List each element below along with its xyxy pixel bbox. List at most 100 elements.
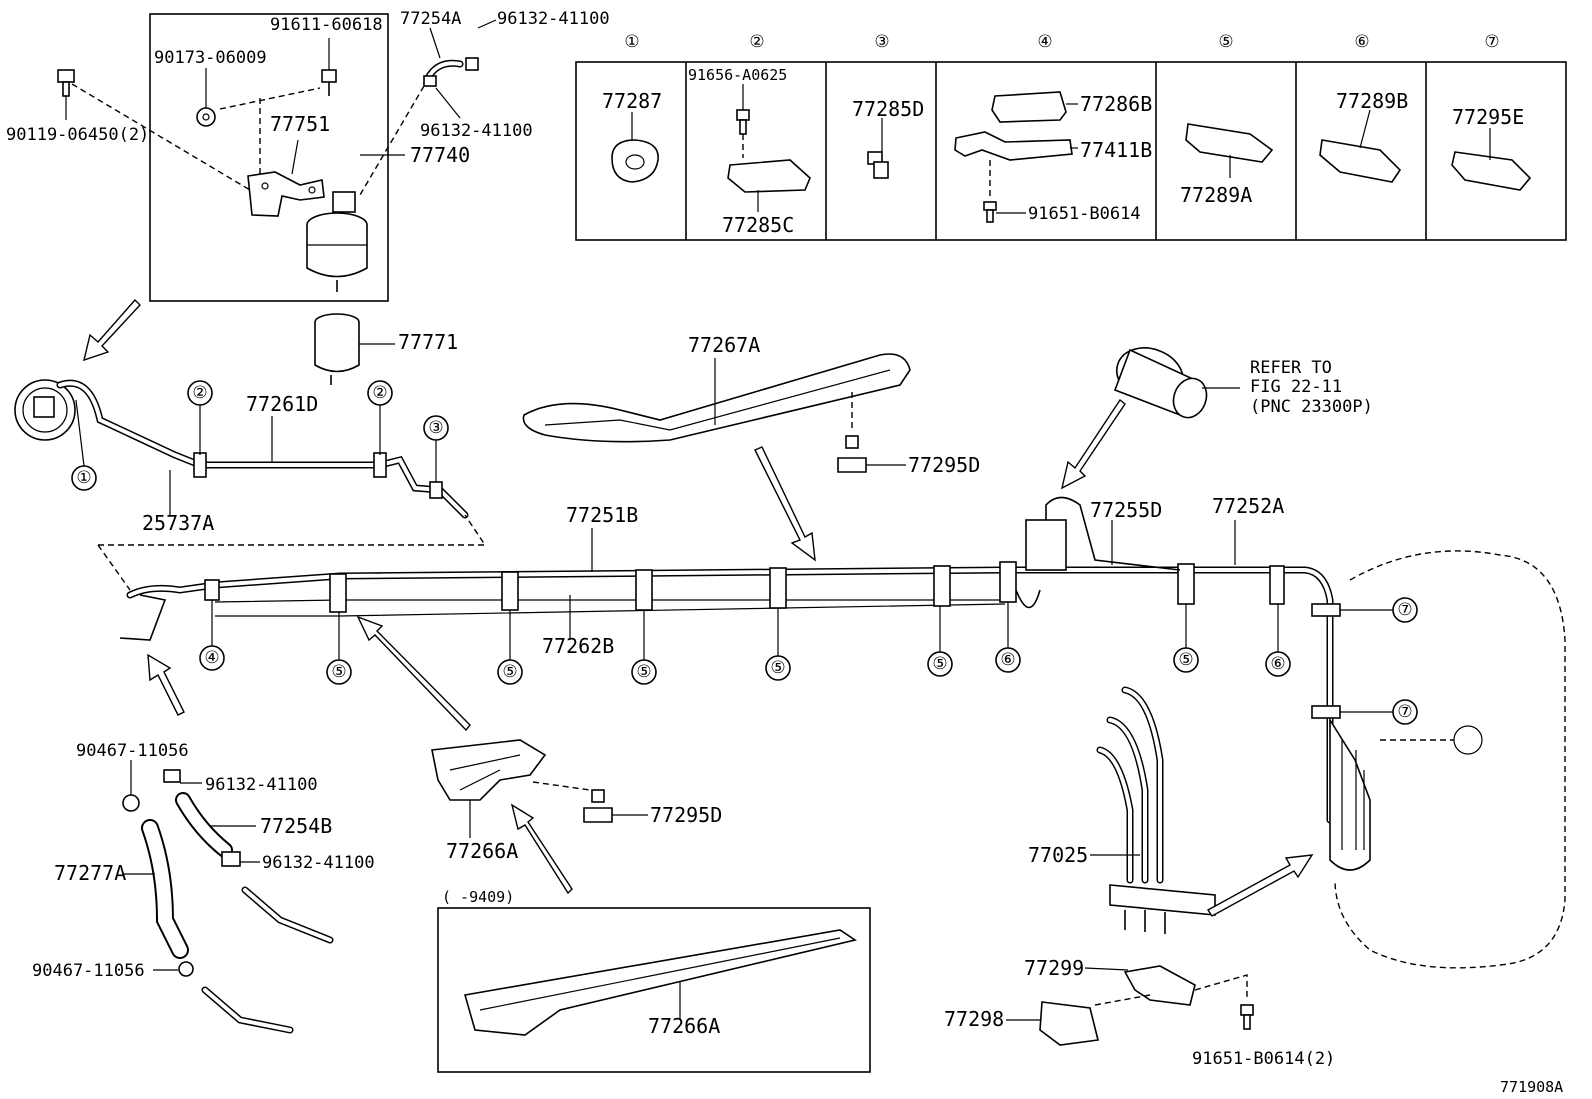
bracket-77751 [247, 171, 325, 217]
hose-77277A [141, 819, 189, 959]
clamp-parts-table [575, 61, 1567, 241]
label-77295D-top: 77295D [908, 453, 980, 477]
table-cell-77285C: 77285C [722, 213, 794, 237]
callout-5b: ⑤ [502, 662, 517, 682]
table-cell-77411B: 77411B [1080, 138, 1152, 162]
table-cell-77285D: 77285D [852, 97, 924, 121]
label-77751: 77751 [270, 112, 330, 136]
label-90173-06009: 90173-06009 [154, 48, 267, 68]
callout-2b: ② [372, 383, 387, 403]
table-cell-77286B: 77286B [1080, 92, 1152, 116]
clip-77285D [867, 151, 889, 179]
callout-5d: ⑤ [770, 658, 785, 678]
fuel-filter-77740 [306, 191, 368, 292]
label-91611-60618: 91611-60618 [270, 15, 383, 35]
table-cell-77289A: 77289A [1180, 183, 1252, 207]
main-fuel-line-77251B [119, 496, 1341, 824]
hose-77254B [175, 792, 233, 858]
callout-4: ④ [204, 648, 219, 668]
table-cell-77287: 77287 [602, 89, 662, 113]
clip-77287 [611, 139, 659, 183]
bolt-91611 [321, 69, 337, 96]
table-header-6: ⑥ [1354, 32, 1369, 52]
clip-77295D-top [837, 435, 867, 473]
label-77255D: 77255D [1090, 498, 1162, 522]
callouts: ① ② ② ③ ④ ⑤ ⑤ ⑤ ⑤ ⑤ ⑤ ⑥ ⑥ ⑦ ⑦ [71, 380, 1418, 725]
callout-6b: ⑥ [1270, 654, 1285, 674]
label-77254B: 77254B [260, 814, 332, 838]
label-77277A: 77277A [54, 861, 126, 885]
label-77771: 77771 [398, 330, 458, 354]
label-77254A: 77254A [400, 9, 461, 29]
table-header-1: ① [624, 32, 639, 52]
callout-2a: ② [192, 383, 207, 403]
label-96132-41100-top: 96132-41100 [497, 9, 610, 29]
label-90467-11056-bottom: 90467-11056 [32, 961, 145, 981]
connector-77298 [1039, 1001, 1099, 1046]
table-cell-91651-B0614: 91651-B0614 [1028, 204, 1141, 224]
label-77295D-lower: 77295D [650, 803, 722, 827]
callout-5a: ⑤ [331, 662, 346, 682]
assembly-arrows [83, 298, 1314, 917]
table-cell-77295E: 77295E [1452, 105, 1524, 129]
refer-line-1: REFER TO [1250, 358, 1332, 378]
callout-7a: ⑦ [1397, 600, 1412, 620]
fuel-filter-77771 [314, 313, 360, 385]
label-77266A-upper: 77266A [446, 839, 518, 863]
bolt-91651 [983, 201, 997, 223]
fuel-tank-outline [1334, 550, 1566, 969]
label-77262B: 77262B [542, 634, 614, 658]
label-77261D: 77261D [246, 392, 318, 416]
label-77740: 77740 [410, 143, 470, 167]
table-header-5: ⑤ [1218, 32, 1233, 52]
label-96132-41100-lower: 96132-41100 [262, 853, 375, 873]
callout-5e: ⑤ [932, 654, 947, 674]
label-90119-06450: 90119-06450(2) [6, 125, 149, 145]
table-header-4: ④ [1037, 32, 1052, 52]
label-77251B: 77251B [566, 503, 638, 527]
clamp-77289B [1319, 139, 1402, 183]
label-96132-41100-inset: 96132-41100 [420, 121, 533, 141]
table-cell-77289B: 77289B [1336, 89, 1408, 113]
nut-90173 [196, 107, 216, 127]
callout-5c: ⑤ [636, 662, 651, 682]
lower-inset [437, 907, 871, 1073]
upper-fuel-line-77261D [14, 379, 469, 519]
clip-77295D-lower [583, 789, 613, 823]
label-96132-41100-upper: 96132-41100 [205, 775, 318, 795]
callout-1: ① [76, 468, 91, 488]
table-header-2: ② [749, 32, 764, 52]
fuel-filter-23300P [1113, 347, 1240, 419]
table-header-3: ③ [874, 32, 889, 52]
label-77298: 77298 [944, 1007, 1004, 1031]
protector-77266A-upper [431, 739, 547, 801]
refer-line-3: (PNC 23300P) [1250, 397, 1373, 417]
label-90467-11056-top: 90467-11056 [76, 741, 189, 761]
callout-7b: ⑦ [1397, 702, 1412, 722]
callout-6a: ⑥ [1000, 650, 1015, 670]
bolt-91656 [736, 109, 750, 135]
bracket-77411B [954, 131, 1073, 161]
tube-set-77025 [1096, 686, 1216, 934]
label-77252A: 77252A [1212, 494, 1284, 518]
label-25737A: 25737A [142, 511, 214, 535]
label-date-range: ( -9409) [442, 888, 514, 906]
label-91651-B0614-2: 91651-B0614(2) [1192, 1049, 1335, 1069]
refer-line-2: FIG 22-11 [1250, 377, 1342, 397]
callout-5f: ⑤ [1178, 650, 1193, 670]
table-cell-91656-A0625: 91656-A0625 [688, 66, 787, 84]
bolt-90119 [57, 69, 75, 97]
bracket-77299 [1123, 965, 1196, 1006]
bolt-91651-lower [1240, 1004, 1254, 1030]
clamp-77285C [727, 159, 811, 193]
label-77266A-lower: 77266A [648, 1014, 720, 1038]
label-77299: 77299 [1024, 956, 1084, 980]
clamp-77295E [1451, 151, 1532, 191]
label-77267A: 77267A [688, 333, 760, 357]
clamp-77289A [1185, 123, 1274, 163]
clamp-77286B [991, 91, 1067, 123]
figure-code: 771908A [1500, 1078, 1563, 1096]
table-header-7: ⑦ [1484, 32, 1499, 52]
callout-3: ③ [428, 418, 443, 438]
